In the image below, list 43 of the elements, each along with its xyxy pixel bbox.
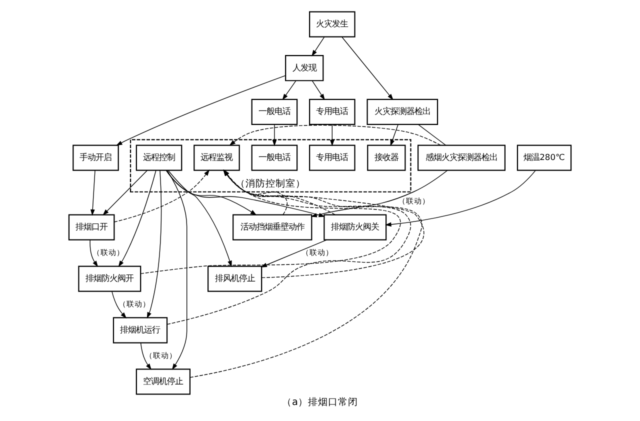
arrow <box>390 124 398 146</box>
node-box: 感烟火灾探测器检出 <box>417 144 506 170</box>
node-box: 人发现 <box>285 54 324 81</box>
node-box: 排烟防火阀开 <box>78 265 142 292</box>
node-box: 专用电话 <box>309 144 356 170</box>
arrow <box>260 239 327 267</box>
arrow <box>310 170 448 217</box>
node-box: 专用电话 <box>309 98 356 124</box>
arrow <box>90 239 98 267</box>
arrow <box>272 124 277 146</box>
node-box: 接收器 <box>367 144 406 170</box>
arrow <box>112 290 127 318</box>
node-box: 远程控制 <box>136 144 182 170</box>
node-box: 排烟口开 <box>68 214 115 240</box>
node-box: 一般电话 <box>251 98 298 124</box>
node-box: 排风机停止 <box>208 265 262 292</box>
arrow <box>140 342 152 370</box>
arrow <box>118 170 156 266</box>
arrow <box>116 74 286 146</box>
arrow <box>312 36 325 56</box>
node-box: 活动挡烟垂壁动作 <box>232 214 312 240</box>
node-box: 远程监视 <box>194 144 240 170</box>
node-box: 排烟防火阀关 <box>324 214 387 240</box>
node-box: 火灾探测器检出 <box>366 98 438 124</box>
node-box: 一般电话 <box>251 144 298 170</box>
arrow <box>166 170 188 370</box>
node-box: 火灾发生 <box>309 10 356 37</box>
arrow <box>90 170 96 216</box>
arrow <box>312 80 325 100</box>
connector <box>418 124 446 145</box>
node-box: 手动开启 <box>72 144 119 170</box>
arrow <box>114 169 210 222</box>
arrow <box>282 80 296 100</box>
arrow <box>342 36 394 100</box>
arrow <box>146 170 162 318</box>
node-box: 排烟机运行 <box>112 316 168 343</box>
arrow <box>385 170 536 226</box>
node-box: 空调机停止 <box>136 368 191 394</box>
caption: （a）排烟口常闭 <box>282 396 358 408</box>
node-box: 烟温280℃ <box>516 144 572 170</box>
arrow <box>102 170 148 215</box>
arrow <box>229 124 441 146</box>
arrow <box>330 124 334 146</box>
